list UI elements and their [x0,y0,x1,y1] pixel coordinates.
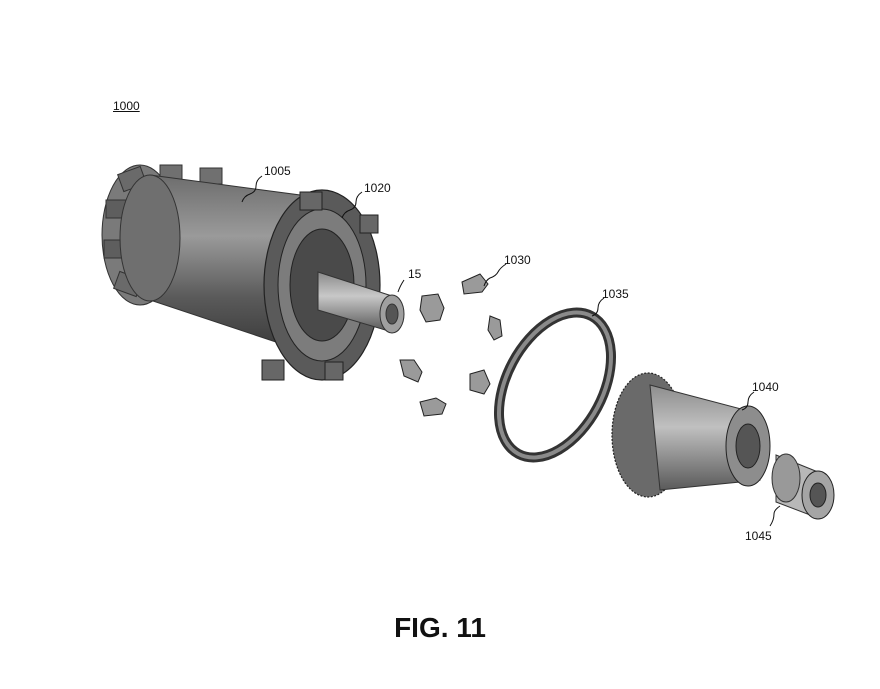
pawls [399,273,503,417]
hub-body [101,164,405,381]
leader-lines [241,175,781,527]
label-1035: 1035 [602,287,629,301]
figure-caption: FIG. 11 [394,612,486,643]
figure-reference-number: 1000 [113,99,140,113]
label-1030: 1030 [504,253,531,267]
label-1005: 1005 [264,164,291,178]
label-1020: 1020 [364,181,391,195]
ring-gear [493,307,617,463]
label-1045: 1045 [745,529,772,543]
label-1040: 1040 [752,380,779,394]
freehub-body [611,372,771,498]
end-cap [771,453,835,520]
label-15: 15 [408,267,422,281]
